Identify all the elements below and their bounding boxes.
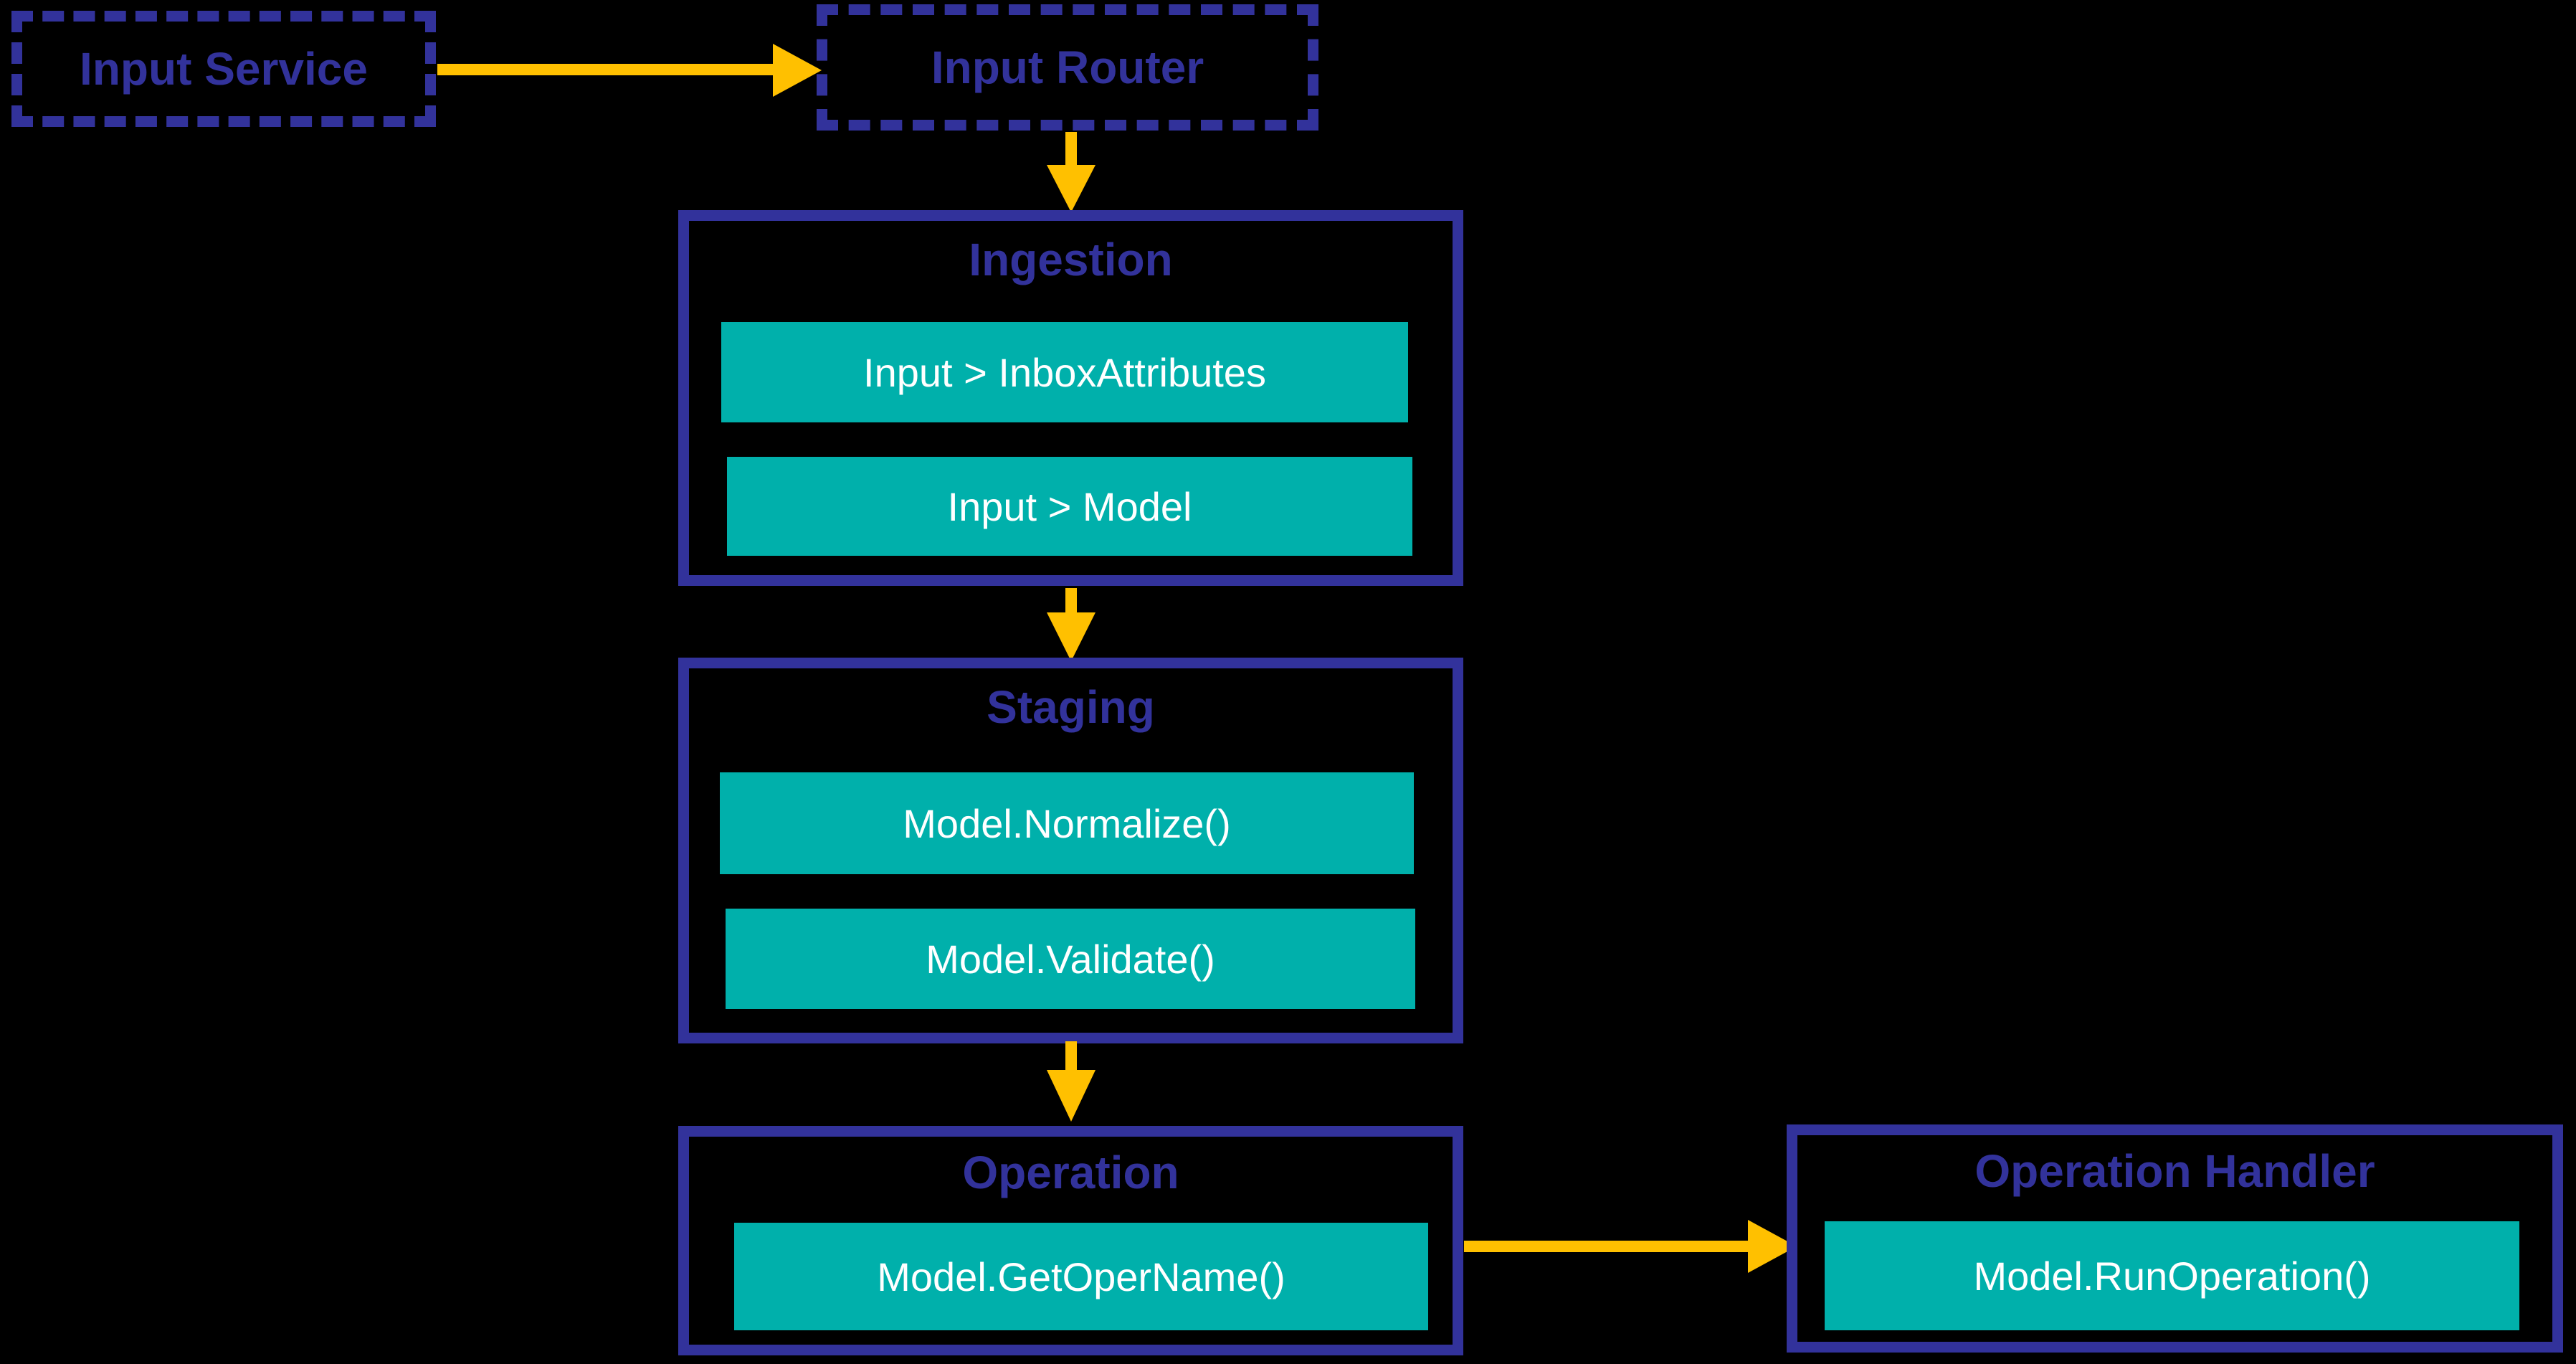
step-input-model: Input > Model bbox=[727, 457, 1412, 556]
step-model-normalize: Model.Normalize() bbox=[720, 772, 1414, 874]
node-operation-handler: Operation Handler Model.RunOperation() bbox=[1787, 1124, 2563, 1353]
node-operation-handler-title: Operation Handler bbox=[1974, 1145, 2375, 1197]
node-input-router: Input Router bbox=[817, 4, 1318, 131]
arrow-head-down-icon bbox=[1047, 165, 1095, 212]
step-model-runoperation: Model.RunOperation() bbox=[1825, 1221, 2519, 1330]
step-input-inboxattributes: Input > InboxAttributes bbox=[721, 322, 1408, 422]
node-operation-title: Operation bbox=[962, 1147, 1179, 1198]
arrow-shaft bbox=[437, 64, 774, 75]
node-input-service-label: Input Service bbox=[80, 43, 368, 95]
node-ingestion-title: Ingestion bbox=[969, 234, 1173, 285]
arrow-shaft bbox=[1065, 1041, 1077, 1073]
node-input-service: Input Service bbox=[11, 11, 436, 127]
node-staging-title: Staging bbox=[987, 681, 1155, 733]
node-operation: Operation Model.GetOperName() bbox=[678, 1126, 1463, 1355]
arrow-shaft bbox=[1065, 588, 1077, 615]
step-model-validate: Model.Validate() bbox=[726, 909, 1415, 1009]
arrow-head-right-icon bbox=[773, 44, 822, 97]
arrow-shaft bbox=[1065, 132, 1077, 168]
node-staging: Staging Model.Normalize() Model.Validate… bbox=[678, 658, 1463, 1043]
node-ingestion: Ingestion Input > InboxAttributes Input … bbox=[678, 210, 1463, 586]
arrow-shaft bbox=[1464, 1241, 1751, 1252]
arrow-head-down-icon bbox=[1047, 612, 1095, 661]
arrow-head-down-icon bbox=[1047, 1070, 1095, 1122]
step-model-getopername: Model.GetOperName() bbox=[734, 1223, 1428, 1330]
node-input-router-label: Input Router bbox=[931, 42, 1204, 93]
